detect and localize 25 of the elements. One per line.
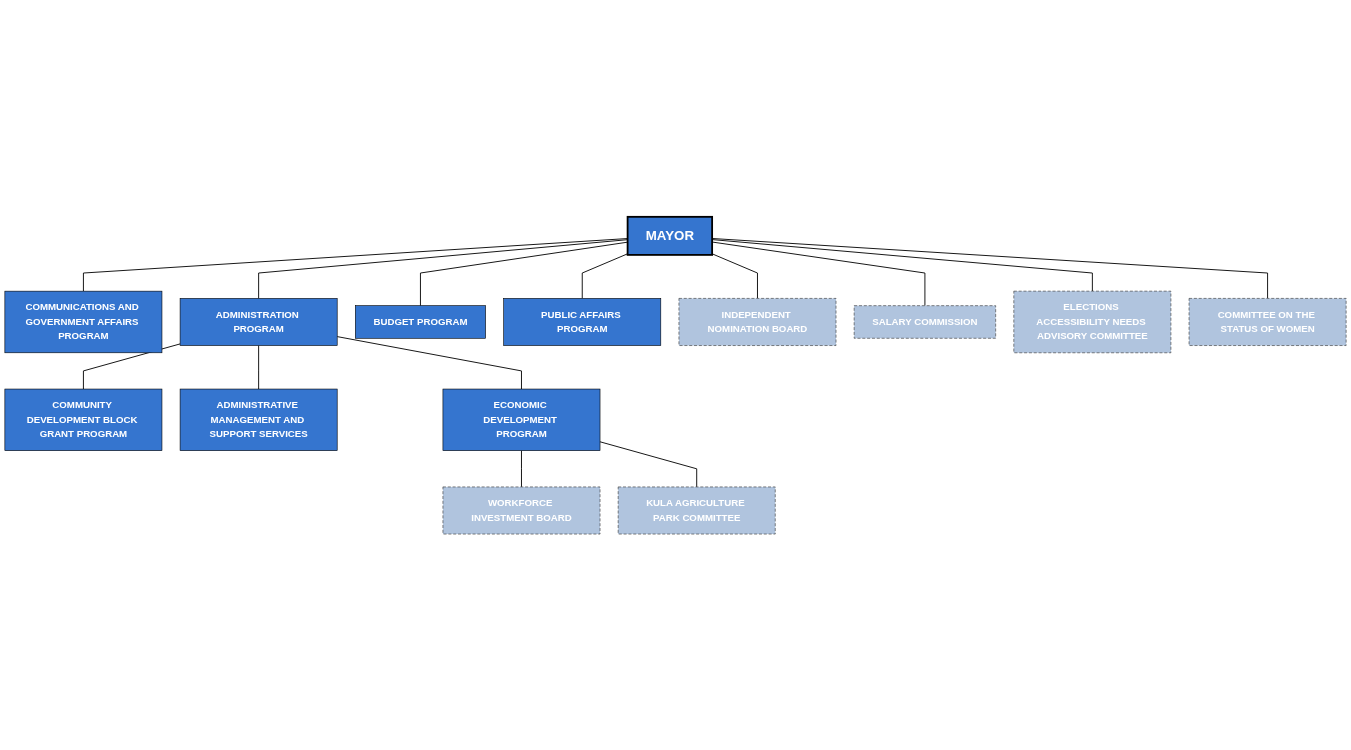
node-box: ADMINISTRATION PROGRAM (179, 297, 338, 346)
node-box: ELECTIONS ACCESSIBILITY NEEDS ADVISORY COMMITTEE (1013, 290, 1172, 353)
connector (521, 449, 522, 487)
node-box: KULA AGRICULTURE PARK COMMITTEE (617, 486, 776, 534)
node-box: ECONOMIC DEVELOPMENT PROGRAM (442, 388, 601, 451)
connector (711, 241, 926, 306)
node-box: COMMUNITY DEVELOPMENT BLOCK GRANT PROGRAM (4, 388, 163, 451)
connector (581, 252, 629, 299)
node-box: ADMINISTRATIVE MANAGEMENT AND SUPPORT SERVICES (179, 388, 338, 451)
connector (599, 440, 698, 487)
node-box: INDEPENDENT NOMINATION BOARD (678, 297, 837, 346)
connector (711, 237, 1269, 299)
node-box: WORKFORCE INVESTMENT BOARD (442, 486, 601, 534)
node-box: PUBLIC AFFAIRS PROGRAM (503, 297, 662, 346)
connector (258, 344, 260, 390)
connector (336, 335, 522, 390)
connector (82, 343, 181, 390)
connector (258, 238, 629, 299)
node-box: COMMITTEE ON THE STATUS OF WOMEN (1188, 297, 1347, 346)
node-box: BUDGET PROGRAM (355, 304, 486, 339)
connector (420, 241, 629, 306)
node-box: SALARY COMMISSION (853, 304, 996, 339)
connector (711, 252, 758, 299)
node-box: MAYOR (626, 215, 714, 256)
node-box: COMMUNICATIONS AND GOVERNMENT AFFAIRS PROGRAM (4, 290, 163, 353)
